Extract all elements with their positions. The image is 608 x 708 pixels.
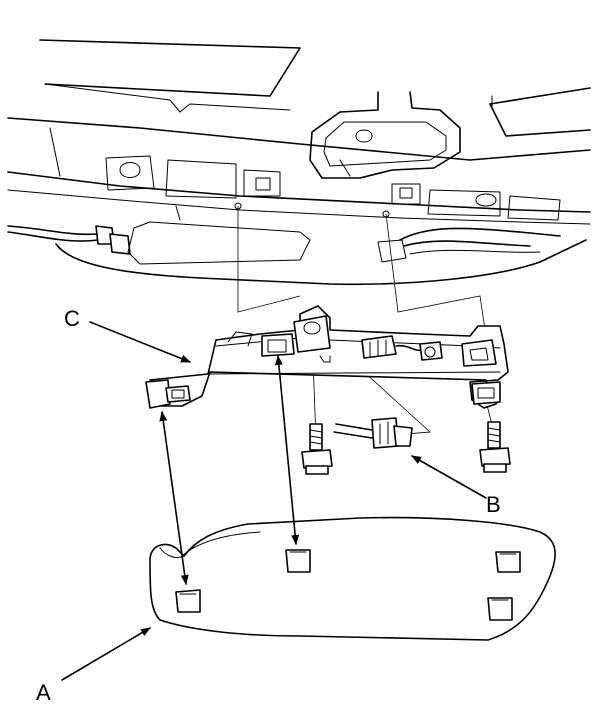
alignment-arrows — [159, 355, 300, 585]
bolt-icon — [301, 421, 511, 475]
connector-icon — [333, 417, 413, 449]
callout-label-a: A — [36, 680, 51, 705]
roof-panel-icon — [7, 39, 591, 225]
callout-label-b: B — [486, 492, 501, 517]
callout-leaders — [61, 321, 487, 681]
lens-cover-icon — [149, 516, 556, 641]
light-housing-bracket-icon — [145, 305, 509, 409]
wiring-harness-icon — [7, 221, 587, 286]
callout-label-c: C — [64, 306, 80, 331]
